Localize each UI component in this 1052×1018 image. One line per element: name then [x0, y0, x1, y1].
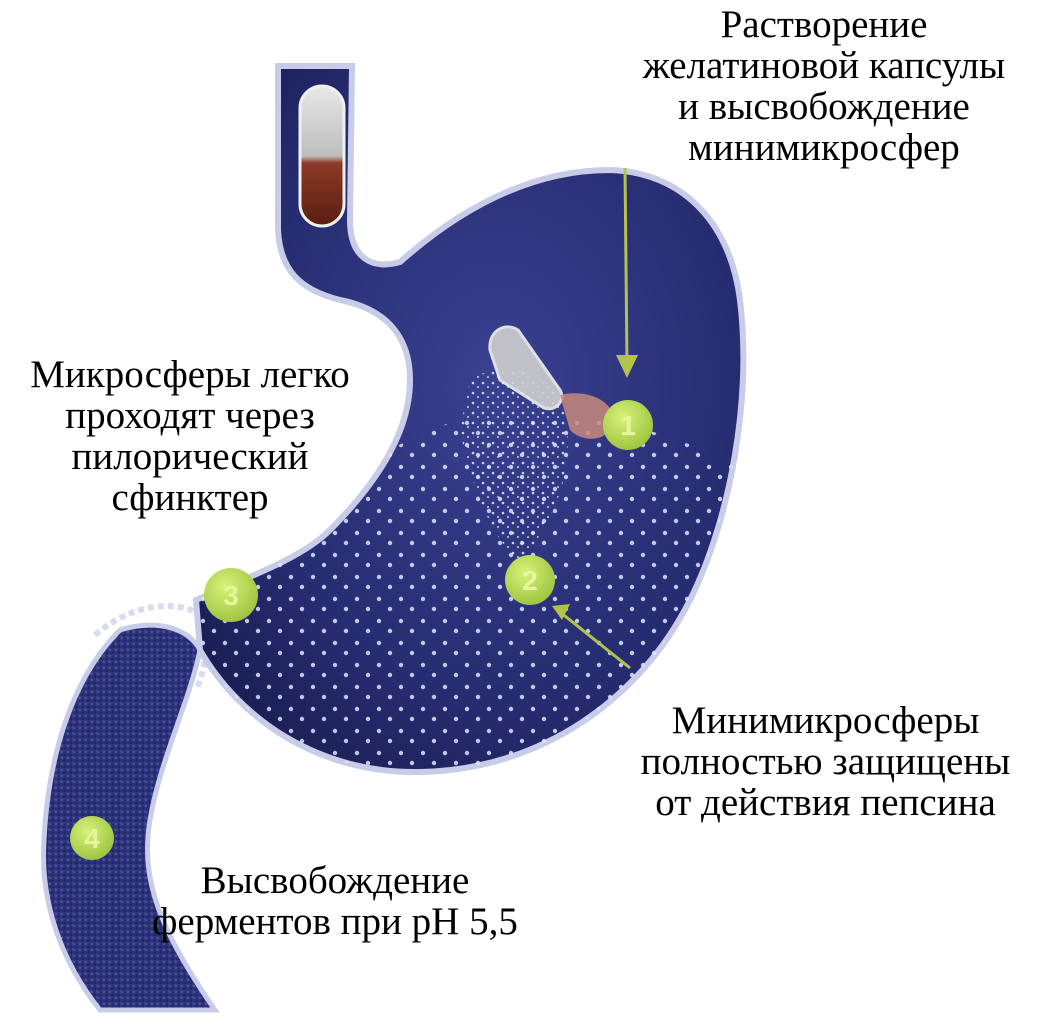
- marker-1-label: 1: [620, 410, 636, 441]
- capsule-icon: [300, 86, 344, 226]
- caption-line: Высвобождение: [120, 860, 550, 901]
- caption-line: сфинктер: [0, 477, 380, 518]
- caption-line: Растворение: [604, 4, 1044, 45]
- marker-3: 3: [204, 568, 258, 622]
- caption-line: ферментов при pH 5,5: [120, 901, 550, 942]
- caption-pylorus-passage: Микросферы легко проходят через пилориче…: [0, 354, 380, 518]
- marker-4: 4: [70, 816, 114, 860]
- caption-line: минимикросфер: [604, 127, 1044, 168]
- marker-4-label: 4: [84, 823, 100, 854]
- caption-line: проходят через: [0, 395, 380, 436]
- marker-3-label: 3: [223, 580, 239, 611]
- caption-line: пилорический: [0, 436, 380, 477]
- caption-line: полностью защищены: [603, 741, 1048, 782]
- caption-capsule-dissolution: Растворение желатиновой капсулы и высвоб…: [604, 4, 1044, 168]
- caption-line: и высвобождение: [604, 86, 1044, 127]
- caption-enzyme-release: Высвобождение ферментов при pH 5,5: [120, 860, 550, 942]
- caption-line: Микросферы легко: [0, 354, 380, 395]
- caption-pepsin-protection: Минимикросферы полностью защищены от дей…: [603, 700, 1048, 823]
- marker-1: 1: [603, 400, 653, 450]
- duodenum-shape: [43, 625, 215, 1010]
- marker-2-label: 2: [522, 565, 538, 596]
- caption-line: от действия пепсина: [603, 782, 1048, 823]
- marker-2: 2: [505, 555, 555, 605]
- caption-line: Минимикросферы: [603, 700, 1048, 741]
- caption-line: желатиновой капсулы: [604, 45, 1044, 86]
